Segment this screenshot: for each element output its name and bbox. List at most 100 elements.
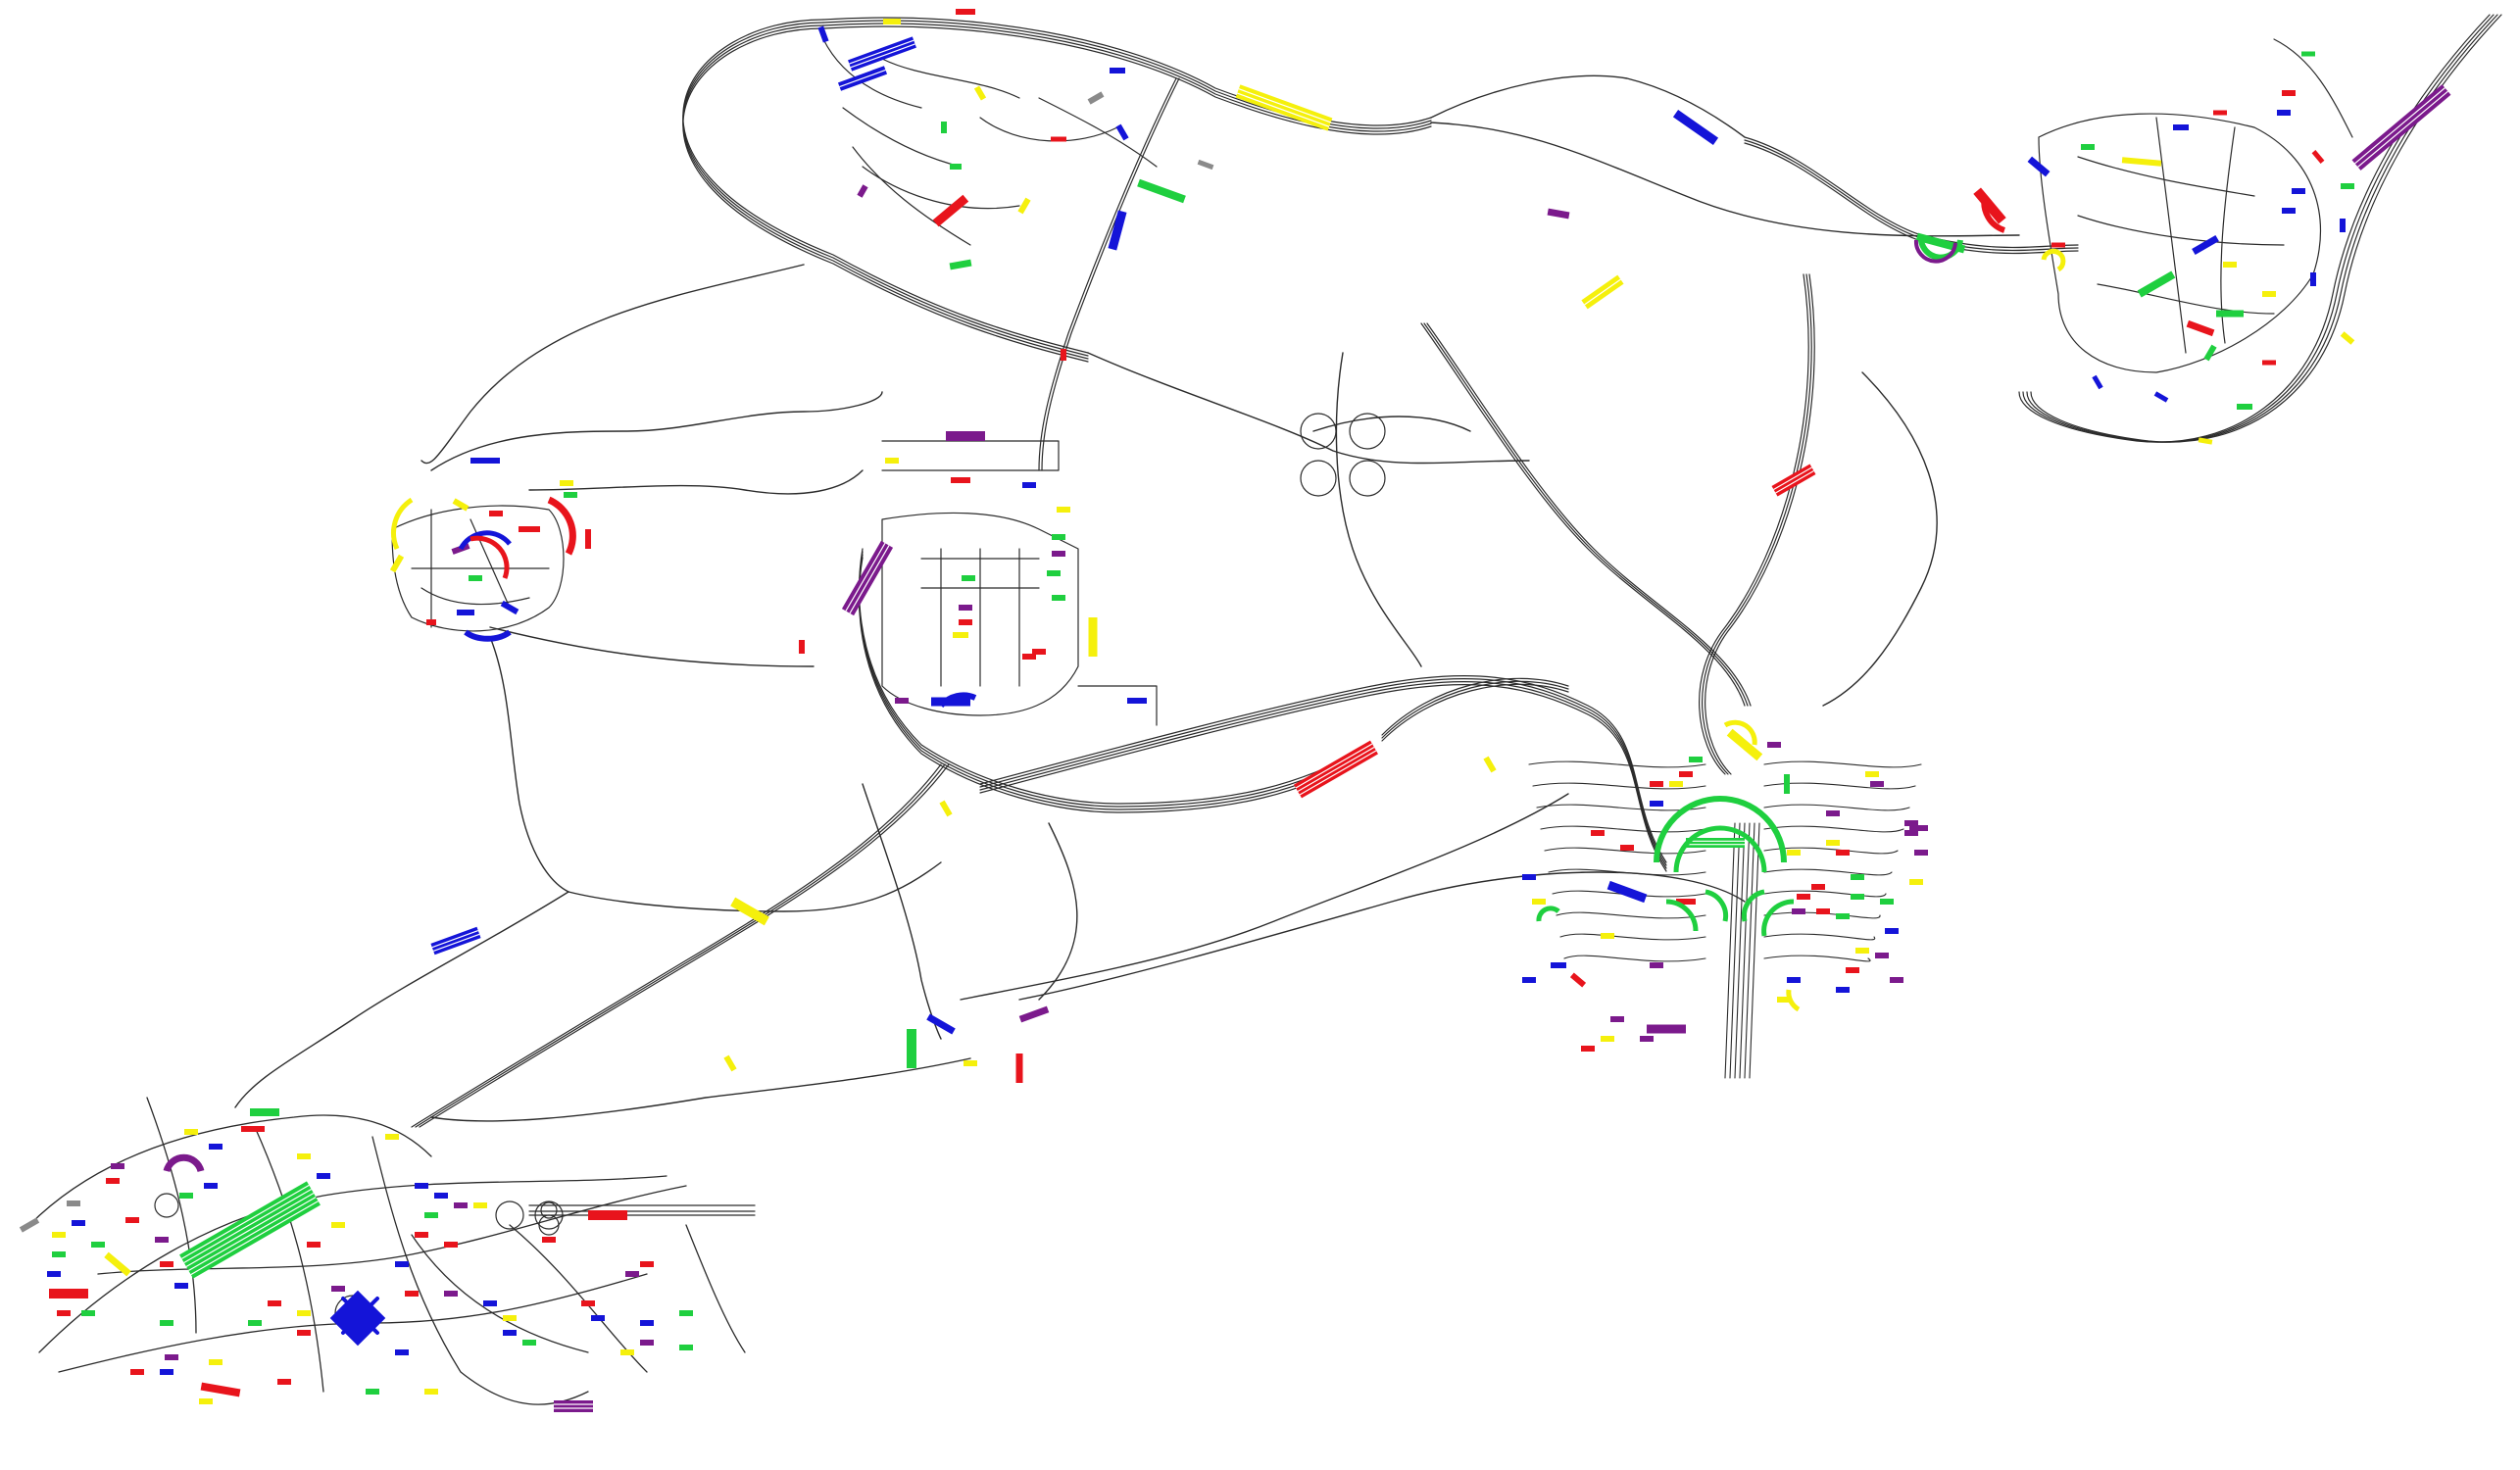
north-loop-road	[682, 19, 1089, 354]
clover-road	[1312, 416, 1471, 432]
southwest-street	[411, 1234, 589, 1353]
station-block-blue	[640, 1320, 654, 1326]
east-street	[1563, 955, 1706, 962]
station-block-green	[2341, 183, 2354, 189]
northeast-street	[2077, 156, 2255, 197]
clover-loop	[1349, 460, 1386, 497]
station-block-blue	[209, 1144, 222, 1150]
station-block-yellow	[52, 1232, 66, 1238]
station-block-blue	[2092, 374, 2103, 390]
northeast-street	[2038, 113, 2321, 373]
station-block-red	[1679, 771, 1693, 777]
station-block-red	[49, 1289, 88, 1298]
station-block-red	[444, 1242, 458, 1248]
east-trunk	[1724, 822, 1736, 1079]
station-block-green	[424, 1212, 438, 1218]
station-block-red	[1022, 654, 1036, 660]
southwest-street	[254, 1126, 324, 1393]
station-block-yellow	[1726, 728, 1763, 761]
station-block-yellow	[452, 498, 469, 512]
station-block-red	[2282, 90, 2296, 96]
station-block-red	[1836, 850, 1850, 856]
station-block-green	[469, 575, 482, 581]
station-block-blue	[1522, 874, 1536, 880]
station-block-yellow	[1601, 933, 1614, 939]
station-block-green	[248, 1320, 262, 1326]
station-block-green	[950, 164, 962, 170]
station-arc-green	[1665, 899, 1699, 932]
station-block-yellow	[385, 1134, 399, 1140]
station-arc-red	[1981, 195, 2006, 233]
north-upper-road	[822, 25, 1432, 135]
station-block-red	[489, 511, 503, 516]
east-street	[1559, 933, 1706, 941]
southwest-street	[28, 1114, 432, 1226]
station-block-blue	[1115, 123, 1129, 141]
north-loop-road	[682, 24, 1089, 360]
east-street	[1763, 868, 1893, 876]
center-ring-road	[859, 557, 1373, 813]
station-block-yellow	[1235, 84, 1333, 131]
east-street	[1763, 825, 1904, 833]
north-street	[842, 107, 962, 168]
station-block-green	[2216, 310, 2244, 318]
station-block-purple	[1904, 830, 1918, 836]
southwest-street	[38, 1175, 667, 1353]
station-block-gray	[1197, 159, 1214, 171]
station-block-green	[1052, 595, 1065, 601]
station-block-yellow	[297, 1310, 311, 1316]
station-block-yellow	[199, 1398, 213, 1404]
station-block-purple	[554, 1400, 593, 1412]
station-block-blue	[174, 1283, 188, 1289]
station-arc-green	[1917, 234, 1963, 261]
station-block-red	[241, 1126, 265, 1132]
station-block-purple	[1767, 742, 1781, 748]
station-block-yellow	[964, 1060, 977, 1066]
station-block-yellow	[1057, 507, 1070, 513]
road-segment	[1822, 371, 1938, 707]
east-feed-road	[1426, 322, 1752, 707]
station-block-blue	[434, 1193, 448, 1199]
north-upper-road	[822, 20, 1432, 129]
north-street	[881, 58, 1020, 99]
northeast-street	[2220, 126, 2236, 344]
east-street	[1556, 911, 1706, 919]
station-block-yellow	[1865, 771, 1879, 777]
north-loop-road	[682, 22, 1089, 357]
station-block-purple	[1904, 820, 1918, 826]
station-block-purple	[1650, 962, 1663, 968]
station-block-red	[268, 1300, 281, 1306]
station-block-blue	[395, 1349, 409, 1355]
station-block-red	[1816, 908, 1830, 914]
station-block-red	[160, 1261, 173, 1267]
station-block-yellow	[1669, 781, 1683, 787]
station-block-yellow	[503, 1315, 517, 1321]
center-street	[1077, 685, 1158, 726]
station-block-blue	[2282, 208, 2296, 214]
roundabout	[495, 1200, 524, 1230]
station-block-blue	[329, 1290, 386, 1347]
station-arc-green	[1761, 899, 1795, 937]
station-block-green	[81, 1310, 95, 1316]
center-ring-road	[859, 551, 1373, 808]
station-block-green	[366, 1389, 379, 1395]
station-arc-blue	[458, 530, 512, 551]
station-arc-green	[1705, 889, 1729, 922]
station-block-green	[564, 492, 577, 498]
northeast-street	[2155, 117, 2187, 354]
station-block-green	[1137, 178, 1186, 204]
station-block-purple	[857, 184, 868, 198]
clover-loop	[1300, 460, 1337, 497]
station-block-yellow	[560, 480, 573, 486]
station-block-red	[1676, 899, 1696, 905]
road-segment	[234, 891, 569, 1108]
east-feed-road	[1420, 322, 1746, 707]
station-block-yellow	[1777, 997, 1791, 1003]
station-block-red	[1620, 845, 1634, 851]
station-block-yellow	[297, 1153, 311, 1159]
station-block-blue	[395, 1261, 409, 1267]
station-block-blue	[1127, 698, 1147, 704]
station-block-purple	[1792, 908, 1805, 914]
station-block-green	[941, 122, 947, 133]
station-block-green	[2237, 404, 2252, 410]
